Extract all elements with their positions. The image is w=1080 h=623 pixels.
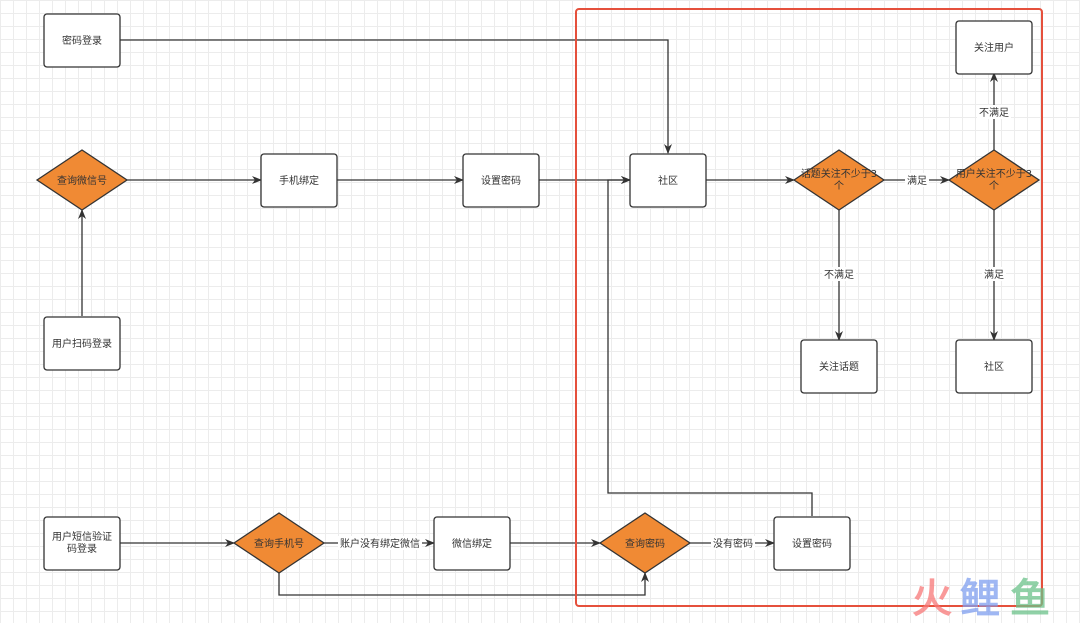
connector-arrow (607, 176, 813, 516)
node-label: 关注话题 (819, 360, 859, 373)
node-label: 用户短信验证码登录 (52, 530, 112, 555)
node-label: 关注用户 (974, 41, 1014, 54)
node-label: 设置密码 (792, 537, 832, 550)
svg-text:火: 火 (912, 576, 952, 622)
watermark-logo: 火 鲤 鱼 (912, 576, 1050, 622)
edge-label: 满足 (984, 269, 1004, 281)
node-pwd-login[interactable]: 密码登录 (43, 13, 121, 68)
node-query-phone[interactable]: 查询手机号 (232, 512, 326, 574)
edge-label: 不满足 (824, 269, 854, 281)
connector-arrow (120, 39, 672, 154)
node-query-wechat[interactable]: 查询微信号 (35, 149, 129, 211)
node-community-2[interactable]: 社区 (955, 339, 1033, 394)
node-community-1[interactable]: 社区 (629, 153, 707, 208)
node-label: 社区 (658, 174, 678, 187)
node-label: 查询手机号 (254, 537, 304, 550)
edge-label: 没有密码 (713, 537, 753, 550)
svg-text:鱼: 鱼 (1010, 576, 1050, 622)
node-label: 微信绑定 (452, 537, 492, 550)
node-bind-wechat[interactable]: 微信绑定 (433, 516, 511, 571)
node-label: 社区 (984, 360, 1004, 373)
svg-text:鲤: 鲤 (960, 576, 1000, 622)
node-sms-login[interactable]: 用户短信验证码登录 (43, 516, 121, 571)
node-label: 密码登录 (62, 34, 102, 47)
node-bind-phone[interactable]: 手机绑定 (260, 153, 338, 208)
edge-label: 账户没有绑定微信 (340, 537, 420, 550)
node-follow-topic[interactable]: 关注话题 (800, 339, 878, 394)
node-scan-login[interactable]: 用户扫码登录 (43, 316, 121, 371)
node-label: 查询微信号 (57, 174, 107, 187)
highlight-box (575, 8, 1043, 607)
node-query-pwd[interactable]: 查询密码 (598, 512, 692, 574)
node-label: 设置密码 (481, 174, 521, 187)
node-set-pwd-2[interactable]: 设置密码 (773, 516, 851, 571)
node-follow-user[interactable]: 关注用户 (955, 20, 1033, 75)
edge-label: 满足 (907, 175, 927, 187)
edge-label: 不满足 (979, 107, 1009, 119)
node-label: 手机绑定 (279, 174, 319, 187)
node-label: 查询密码 (625, 537, 665, 550)
connector-arrow (278, 572, 649, 596)
node-label: 用户扫码登录 (52, 337, 112, 350)
node-set-pwd-1[interactable]: 设置密码 (462, 153, 540, 208)
